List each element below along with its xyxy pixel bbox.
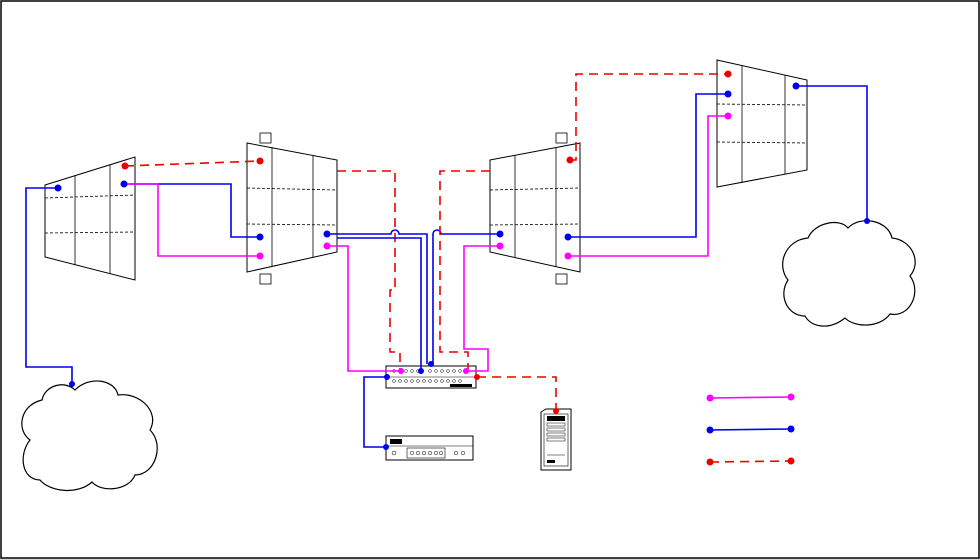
cloud-icon-left bbox=[22, 381, 157, 491]
server-tower-icon bbox=[541, 409, 571, 470]
router-icon-4 bbox=[717, 60, 807, 187]
device-icon bbox=[386, 436, 473, 460]
